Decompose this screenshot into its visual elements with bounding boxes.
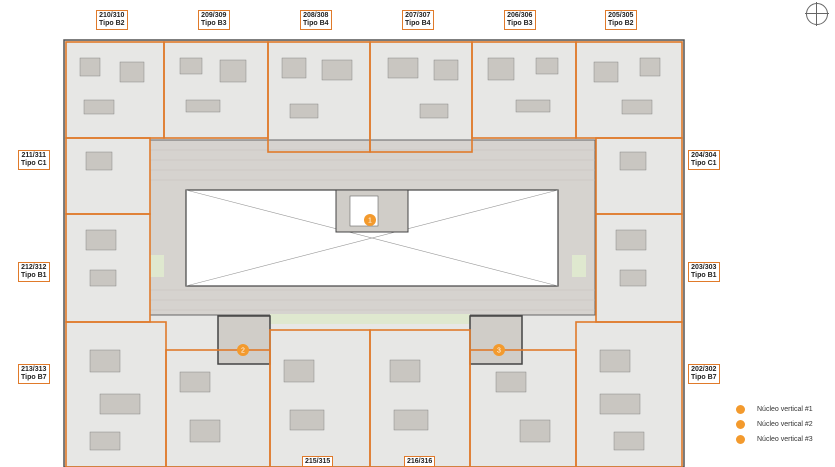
core-2-block xyxy=(217,315,271,365)
core-3-legend-icon xyxy=(736,435,745,444)
void-cross-b xyxy=(185,189,559,287)
core-markers: 1 2 3 xyxy=(237,214,505,356)
legend-item-core-1: Núcleo vertical #1 xyxy=(736,402,813,417)
legend-item-core-3: Núcleo vertical #3 xyxy=(736,432,813,447)
legend-label: Núcleo vertical #2 xyxy=(757,421,813,428)
core-3-number: 3 xyxy=(497,348,501,355)
legend: Núcleo vertical #1 Núcleo vertical #2 Nú… xyxy=(736,402,813,447)
legend-label: Núcleo vertical #1 xyxy=(757,406,813,413)
core-3-block xyxy=(469,315,523,365)
legend-item-core-2: Núcleo vertical #2 xyxy=(736,417,813,432)
interior-details xyxy=(79,57,661,451)
planter-bottom xyxy=(270,314,470,324)
core-1-icon xyxy=(364,214,376,226)
unit-label-216: 216/316 xyxy=(404,456,436,467)
core-2-number: 2 xyxy=(241,348,245,355)
unit-label-215: 215/315 xyxy=(302,456,334,467)
core-1-number: 1 xyxy=(368,218,372,225)
corridor-pattern xyxy=(150,149,595,311)
north-arrow-icon xyxy=(805,2,829,26)
core-2-legend-icon xyxy=(736,420,745,429)
core-3-icon xyxy=(493,344,505,356)
unit-outline-217 xyxy=(469,349,577,467)
core-1-legend-icon xyxy=(736,405,745,414)
legend-label: Núcleo vertical #3 xyxy=(757,436,813,443)
unit-outlines xyxy=(65,41,683,467)
core-2-icon xyxy=(237,344,249,356)
planter-right xyxy=(572,255,586,277)
planter-left xyxy=(150,255,164,277)
